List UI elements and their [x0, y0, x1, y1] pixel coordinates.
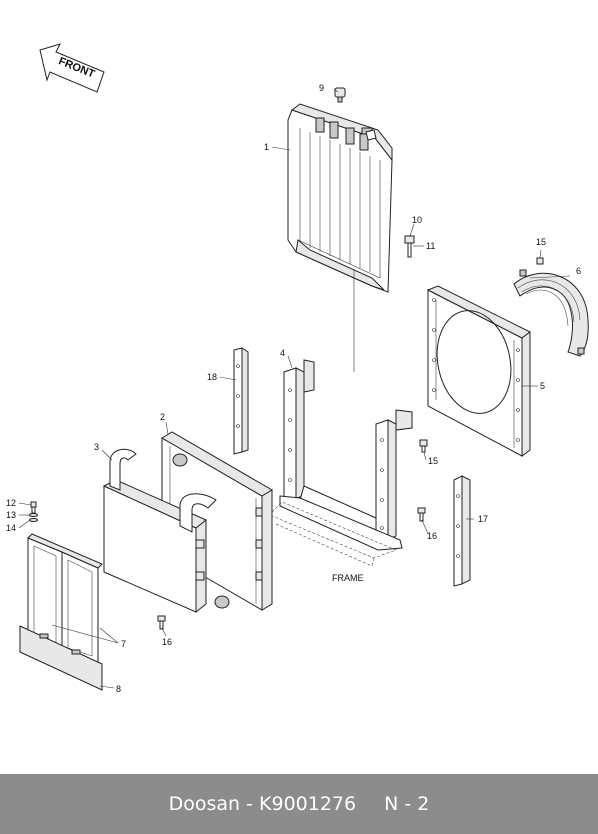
screen-frame: [27, 533, 103, 665]
callout-5: 5: [540, 381, 545, 391]
hydraulic-cooler: [102, 448, 217, 614]
callout-1: 1: [264, 142, 269, 152]
callout-labels: 9 1 10 11 15 6 5 4 18 2 3 15 17 16 12 13…: [6, 83, 581, 694]
bolt-16: [157, 507, 426, 630]
bracket-17: [453, 475, 471, 587]
footer-bar: Doosan - K9001276 N - 2: [0, 774, 598, 834]
callout-18: 18: [207, 372, 217, 382]
exploded-parts-diagram: FRONT: [6, 43, 589, 694]
fan-shroud: [426, 285, 531, 457]
footer-page-number: N - 2: [384, 793, 430, 815]
callout-3: 3: [94, 442, 99, 452]
callout-9: 9: [319, 83, 324, 93]
callout-16b: 16: [427, 531, 437, 541]
frame-label: FRAME: [332, 573, 364, 583]
front-arrow: FRONT: [39, 43, 105, 93]
sensor-bracket: [404, 235, 415, 258]
radiator-core: [287, 103, 393, 293]
callout-7: 7: [121, 639, 126, 649]
bolt-15: [419, 257, 544, 453]
footer-part-number: Doosan - K9001276: [168, 793, 357, 815]
callout-14: 14: [6, 523, 16, 533]
callout-16a: 16: [162, 637, 172, 647]
fan-guard: [513, 269, 589, 357]
callout-6: 6: [576, 266, 581, 276]
callout-12: 12: [6, 498, 16, 508]
callout-15b: 15: [428, 456, 438, 466]
callout-13: 13: [6, 510, 16, 520]
bottom-plate: [19, 625, 103, 691]
leader-lines: [18, 88, 571, 689]
bolt-set: [29, 501, 38, 522]
callout-10: 10: [412, 215, 422, 225]
callout-17: 17: [478, 514, 488, 524]
callout-15a: 15: [536, 237, 546, 247]
callout-4: 4: [280, 348, 285, 358]
callout-11: 11: [426, 241, 435, 251]
bracket-18: [233, 347, 249, 455]
oil-cooler: [161, 431, 273, 611]
callout-2: 2: [160, 412, 165, 422]
radiator-cap: [334, 87, 346, 103]
support-frame: [279, 359, 413, 551]
callout-8: 8: [116, 684, 121, 694]
